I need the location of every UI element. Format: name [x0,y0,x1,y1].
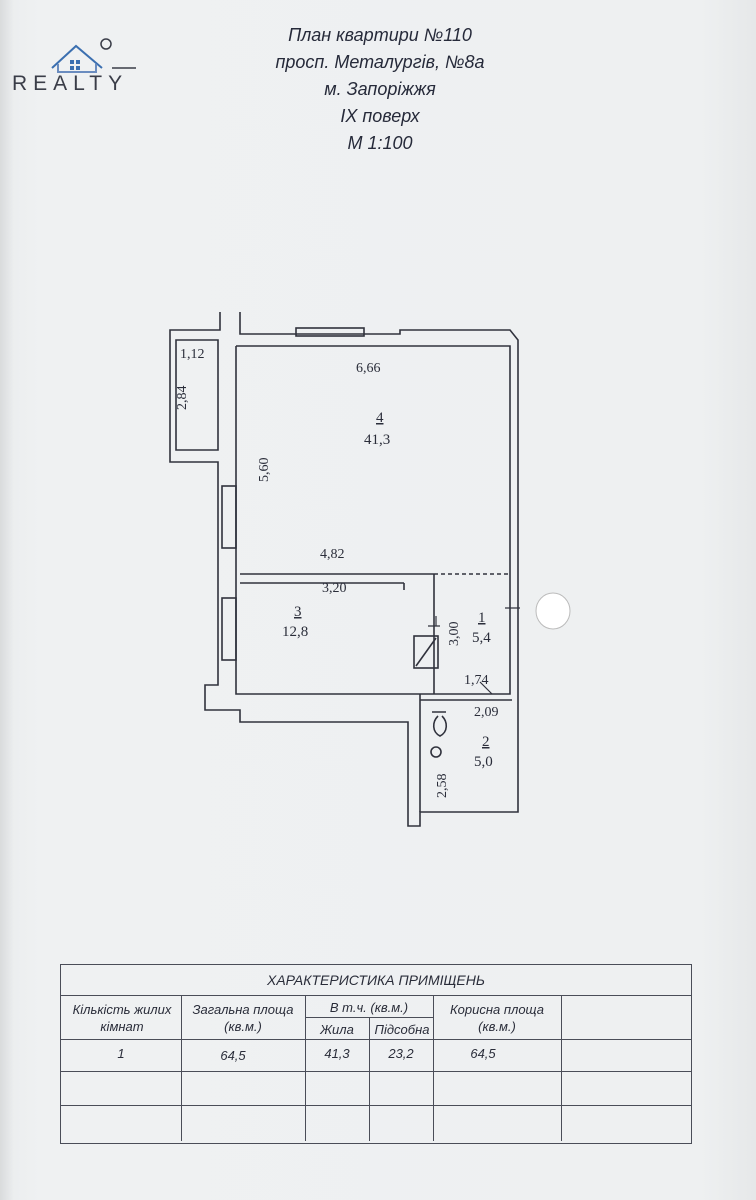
balcony [175,339,219,451]
sink [430,746,442,758]
plan-floor: IX поверх [340,106,420,126]
value-total-area: 64,5 [220,1048,246,1063]
realty-logo [51,38,136,73]
house-icon [51,38,136,73]
dim-corridor-side: 3,00 [447,622,462,647]
bath-wall [419,694,512,812]
plan-address: просп. Металургів, №8а [275,52,485,72]
inner-wall [235,345,511,695]
window-left-lower [221,597,237,661]
header-total-area: Загальна площа (кв.м.) [192,1002,294,1034]
dim-corridor-bottom: 1,74 [464,673,489,688]
dim-balcony-width: 1,12 [180,347,205,362]
dim-bath-top: 2,09 [474,705,499,720]
header-auxiliary: Підсобна [374,1022,430,1037]
header-rooms-count: Кількість жилих кімнат [72,1002,172,1034]
entrance-marker [535,592,571,630]
value-auxiliary: 23,2 [388,1046,414,1061]
toilet [432,711,448,737]
room2-area: 5,0 [474,754,493,770]
plan-header: План квартири №110 просп. Металургів, №8… [200,22,560,157]
dim-room4-bottom: 4,82 [320,547,345,562]
value-rooms-count: 1 [117,1046,125,1061]
header-including: В т.ч. (кв.м.) [329,1000,409,1015]
characteristics-table: ХАРАКТЕРИСТИКА ПРИМІЩЕНЬ Кількість жилих… [60,964,692,1144]
table-title: ХАРАКТЕРИСТИКА ПРИМІЩЕНЬ [61,965,691,996]
room1-number: 1 [478,610,486,626]
ventilation-shaft [413,635,439,669]
floor-plan: 1,12 2,84 6,66 5,60 4,82 3,20 3,00 1,74 … [169,312,571,827]
dim-bath-side: 2,58 [435,774,450,799]
plan-scale: М 1:100 [347,133,413,153]
room2-number: 2 [482,734,490,750]
plan-city: м. Запоріжжя [324,79,436,99]
room4-number: 4 [376,410,384,426]
plan-title: План квартири №110 [288,25,472,45]
room1-area: 5,4 [472,630,491,646]
dim-room3-top: 3,20 [322,581,347,596]
logo-text: REALTY [12,72,129,95]
header-living: Жила [320,1022,354,1037]
header-useful-area: Корисна площа (кв.м.) [449,1002,544,1034]
dim-room4-side: 5,60 [257,458,272,483]
value-living: 41,3 [324,1046,350,1061]
dim-balcony-length: 2,84 [175,386,190,411]
partition-room4 [240,573,435,694]
room3-number: 3 [294,604,302,620]
room4-area: 41,3 [364,432,390,448]
outer-wall [169,312,519,827]
value-useful-area: 64,5 [470,1046,496,1061]
room3-area: 12,8 [282,624,308,640]
window-top [295,327,365,337]
dim-room4-top: 6,66 [356,361,381,376]
window-left [221,485,237,549]
